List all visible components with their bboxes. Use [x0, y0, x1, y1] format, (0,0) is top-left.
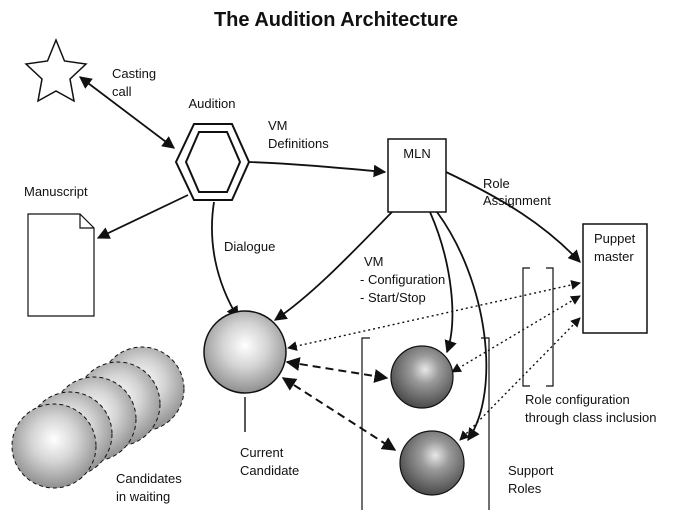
- waiting-candidate-sphere-0: [11, 403, 97, 489]
- candidates-waiting-label-line1: Candidates: [116, 471, 182, 486]
- edge-puppet-current: [287, 280, 581, 351]
- manuscript-fold-icon: [79, 214, 94, 229]
- manuscript-label: Manuscript: [24, 184, 88, 199]
- vm-config-label-line2: - Configuration: [360, 272, 445, 287]
- edge-puppet-support2: [459, 317, 581, 441]
- support-roles-label-line1: Support: [508, 463, 554, 478]
- edge-mln-puppet: [445, 171, 581, 263]
- class-inclusion-bracket: [522, 267, 554, 387]
- candidates-waiting-stack: [11, 346, 185, 489]
- casting-call-label-line2: call: [112, 84, 132, 99]
- manuscript-document-icon: [27, 213, 95, 317]
- edge-casting-audition: [78, 76, 176, 149]
- role-configuration-label-line1: Role configuration: [525, 392, 630, 407]
- edge-audition-mln: [248, 161, 387, 178]
- vm-definitions-label-line1: VM: [268, 118, 288, 133]
- current-candidate-label-line1: Current: [240, 445, 284, 460]
- support-roles-label-line2: Roles: [508, 481, 542, 496]
- support-role-sphere-1: [390, 345, 454, 409]
- puppet-master-box: [582, 223, 648, 334]
- current-candidate-label-line2: Candidate: [240, 463, 299, 478]
- edge-current-support2: [281, 377, 397, 451]
- support-roles-bracket: [361, 337, 490, 510]
- role-assignment-label-line2: Assignment: [483, 193, 551, 208]
- casting-call-label-line1: Casting: [112, 66, 156, 81]
- support-role-sphere-2: [399, 430, 465, 496]
- edge-current-support1: [285, 357, 389, 383]
- edge-mln-support2: [436, 211, 488, 442]
- audition-hexagon-inner: [184, 131, 242, 193]
- puppet-master-label-line2: master: [594, 249, 634, 264]
- mln-box: [387, 138, 447, 213]
- puppet-master-label-line1: Puppet: [594, 231, 636, 246]
- edge-audition-manuscript: [96, 194, 189, 239]
- vm-definitions-label-line2: Definitions: [268, 136, 329, 151]
- current-candidate-sphere: [203, 310, 287, 394]
- vm-config-label-line1: VM: [364, 254, 384, 269]
- edge-audition-current: [211, 201, 239, 320]
- role-configuration-label-line2: through class inclusion: [525, 410, 657, 425]
- dashed-edges: [281, 357, 397, 451]
- role-assignment-label-line1: Role: [483, 176, 510, 191]
- diagram-title: The Audition Architecture: [214, 9, 458, 31]
- candidates-waiting-label-line2: in waiting: [116, 489, 170, 504]
- mln-label: MLN: [403, 146, 430, 161]
- dotted-edges: [287, 280, 581, 441]
- audition-label: Audition: [189, 96, 236, 111]
- vm-config-label-line3: - Start/Stop: [360, 290, 426, 305]
- dialogue-label: Dialogue: [224, 239, 275, 254]
- casting-call-star-icon: [24, 38, 88, 103]
